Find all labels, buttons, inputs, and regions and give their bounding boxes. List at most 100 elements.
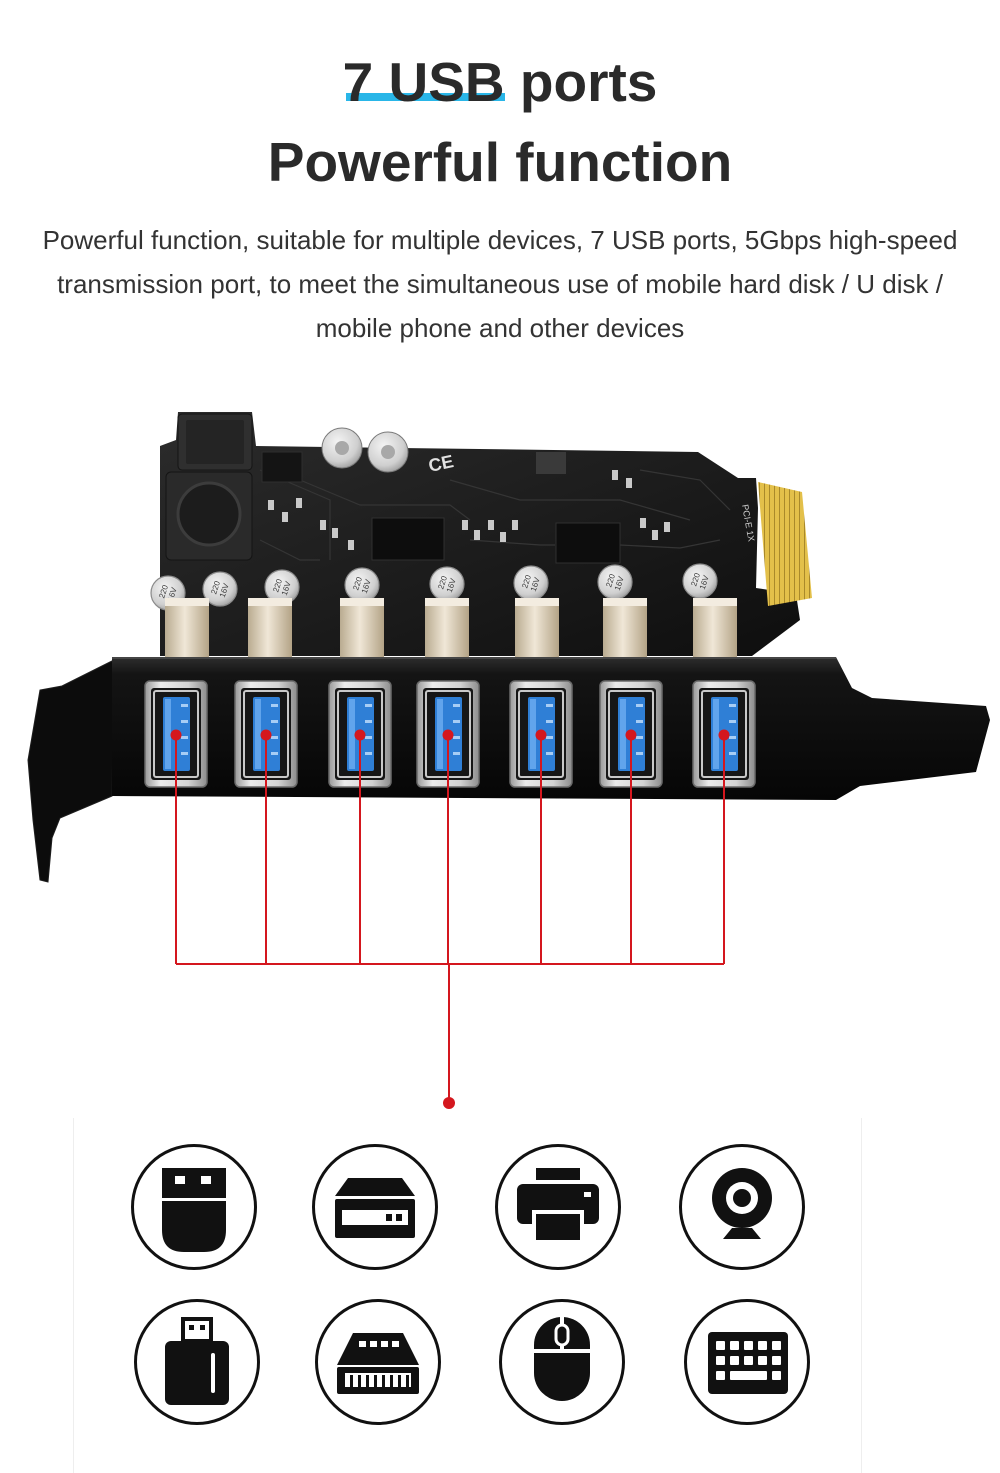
capacitor-voltage-label: 16V — [445, 577, 458, 594]
capacitor-voltage-label: 16V — [698, 574, 711, 591]
headline-line-1: 7 USB ports — [0, 52, 1000, 112]
usb-insert-highlight — [713, 699, 719, 769]
usb-connector-body — [248, 598, 292, 660]
connector-shell-top — [693, 598, 737, 606]
pcie-gold-fingers — [758, 482, 812, 606]
usb-pin — [365, 704, 372, 707]
capacitor-top — [202, 571, 238, 607]
device-circle — [315, 1299, 441, 1425]
bracket-tab — [27, 659, 115, 883]
usb-insert-highlight — [530, 699, 536, 769]
usb-pin — [729, 752, 736, 755]
device-circle — [679, 1144, 805, 1270]
usb-connector-body — [425, 598, 469, 660]
usb-pin — [453, 752, 460, 755]
capacitor-value-label: 220 — [351, 575, 364, 591]
inductor-top — [186, 420, 244, 464]
usb-insert-highlight — [620, 699, 626, 769]
capacitor-vent — [335, 441, 349, 455]
usb-connector-body — [693, 598, 737, 660]
usb-pin — [453, 720, 460, 723]
small-ic — [261, 451, 303, 483]
inductor-coil — [176, 481, 242, 547]
capacitor-voltage-label: 16V — [529, 576, 542, 593]
connector-shell-top — [165, 598, 209, 606]
usb-pin — [365, 736, 372, 739]
usb-pin — [546, 752, 553, 755]
external-hard-drive-icon — [335, 1178, 415, 1238]
headline-line-2: Powerful function — [267, 131, 733, 193]
usb-pin — [453, 704, 460, 707]
usb-pin — [453, 736, 460, 739]
capacitor-value-label: 220 — [604, 572, 617, 588]
capacitor-value-label: 220 — [271, 577, 284, 593]
description-line: Powerful function, suitable for multiple… — [42, 225, 958, 255]
usb-controller-chip — [371, 517, 445, 561]
usb-insert-highlight — [349, 699, 355, 769]
description-line: mobile phone and other devices — [315, 313, 685, 343]
smd-components — [268, 470, 670, 550]
device-circle — [312, 1144, 438, 1270]
usb-pin — [271, 704, 278, 707]
capacitor-voltage-label: 16V — [218, 582, 231, 599]
device-circle — [495, 1144, 621, 1270]
solid-state-drive-icon — [337, 1333, 419, 1394]
usb-flash-drive-icon — [165, 1317, 229, 1405]
crystal — [536, 452, 566, 474]
connector-shell-top — [425, 598, 469, 606]
webcam-icon — [712, 1168, 772, 1239]
capacitor-vent — [381, 445, 395, 459]
connector-shell-top — [340, 598, 384, 606]
port-marker-dot — [718, 729, 730, 741]
description: Powerful function, suitable for multiple… — [0, 218, 1000, 350]
usb-pin — [271, 736, 278, 739]
usb-pin — [546, 736, 553, 739]
usb-pin — [546, 704, 553, 707]
usb-connector-body — [515, 598, 559, 660]
usb-pin — [365, 720, 372, 723]
connector-shell — [515, 600, 559, 660]
connector-shell — [340, 600, 384, 660]
port-marker-dot — [170, 729, 182, 741]
usb-connector-body — [603, 598, 647, 660]
capacitor-value-label: 220 — [689, 571, 702, 587]
description-line: transmission port, to meet the simultane… — [57, 269, 943, 299]
connector-end-dot — [443, 1097, 455, 1109]
capacitor-value-label: 220 — [209, 579, 222, 595]
usb-pin — [636, 704, 643, 707]
usb-pin — [271, 752, 278, 755]
port-marker-dot — [354, 729, 366, 741]
port-marker-dot — [625, 729, 637, 741]
usb-controller-chip — [555, 522, 621, 564]
usb-pin — [636, 736, 643, 739]
capacitor-voltage-label: 16V — [280, 580, 293, 597]
headline-highlight: 7 USB — [342, 51, 505, 113]
usb-connector-bodies — [165, 598, 737, 660]
pcb-traces — [259, 469, 731, 561]
connector-lines — [170, 729, 730, 1109]
connector-shell-top — [248, 598, 292, 606]
usb-pin — [729, 704, 736, 707]
connector-shell — [693, 600, 737, 660]
port-marker-dot — [535, 729, 547, 741]
connector-shell — [248, 600, 292, 660]
device-circle — [134, 1299, 260, 1425]
port-marker-dot — [260, 729, 272, 741]
connector-shell-top — [603, 598, 647, 606]
usb-pin — [181, 704, 188, 707]
connector-shell — [165, 600, 209, 660]
device-circle — [131, 1144, 257, 1270]
mouse-icon — [534, 1317, 590, 1401]
device-circle — [499, 1299, 625, 1425]
usb-connector-body — [340, 598, 384, 660]
connector-shell — [425, 600, 469, 660]
